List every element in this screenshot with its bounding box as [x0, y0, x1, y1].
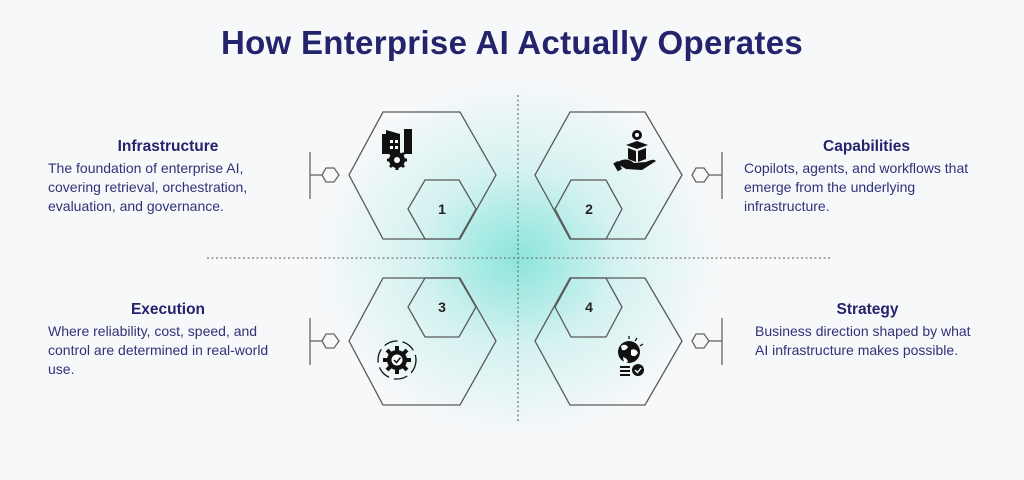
hexagon-4-large: [534, 277, 683, 406]
hexagon-number-2: 2: [585, 201, 593, 217]
globe-check-icon: [618, 336, 644, 376]
hexagon-2-large: [534, 111, 683, 240]
hexagon-number-3: 3: [438, 299, 446, 315]
quadrant-heading: Execution: [130, 301, 206, 318]
connector-3: [309, 318, 340, 365]
hexagon-3-large: [348, 277, 497, 406]
quadrant-strategy: Strategy Business direction shaped by wh…: [755, 301, 980, 360]
hexagon-number-4: 4: [585, 299, 593, 315]
connector-2: [691, 152, 723, 199]
page-title: How Enterprise AI Actually Operates: [220, 24, 804, 61]
quadrant-infrastructure: Infrastructure The foundation of enterpr…: [40, 138, 300, 216]
hand-box-gear-icon: [613, 130, 656, 172]
connector-1: [309, 152, 340, 199]
gear-cycle-check-icon: [377, 340, 417, 380]
connectors: [309, 152, 723, 365]
hexagon-1-large: [348, 111, 497, 240]
quadrant-heading: Strategy: [836, 301, 899, 318]
quadrant-heading: Capabilities: [823, 138, 910, 155]
factory-gear-icon: [382, 129, 412, 170]
quadrant-description: Where reliability, cost, speed, and cont…: [48, 323, 269, 377]
quadrant-description: The foundation of enterprise AI, coverin…: [48, 160, 248, 214]
quadrant-capabilities: Capabilities Copilots, agents, and workf…: [744, 138, 989, 216]
connector-4: [691, 318, 723, 365]
quadrant-description: Business direction shaped by what AI inf…: [755, 323, 971, 358]
hexagon-number-1: 1: [438, 201, 446, 217]
hexagon-3-small: [407, 277, 477, 338]
quadrant-execution: Execution Where reliability, cost, speed…: [40, 301, 300, 379]
quadrant-description: Copilots, agents, and workflows that eme…: [744, 160, 969, 214]
hexagon-1-small: [407, 179, 477, 240]
quadrant-heading: Infrastructure: [117, 138, 219, 155]
hexagon-2-small: [554, 179, 623, 240]
hexagon-4-small: [554, 277, 623, 338]
